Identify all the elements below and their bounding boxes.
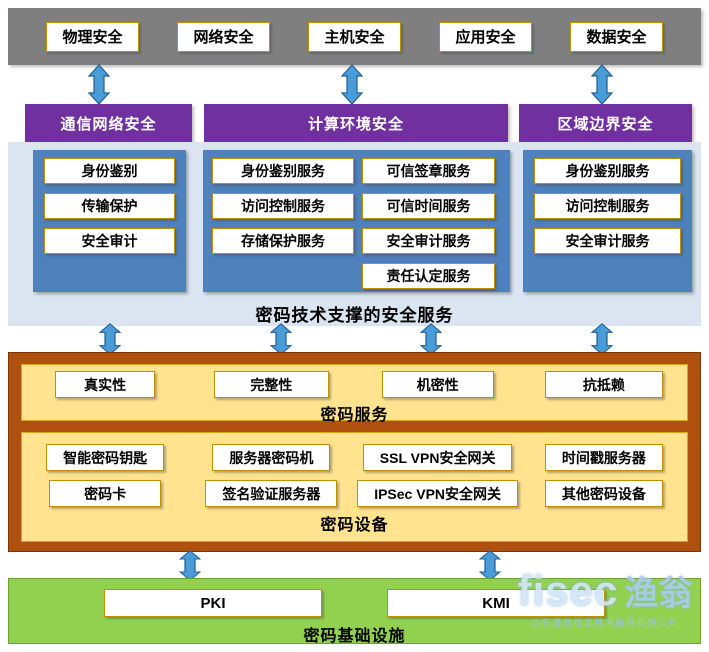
box-smart-crypto-key: 智能密码钥匙 [46, 444, 165, 471]
caption-crypto-services: 密码服务 [320, 407, 389, 424]
double-arrow-icon [88, 64, 110, 105]
box-network-security: 网络安全 [177, 21, 270, 52]
group-comm-network-services: 身份鉴别 传输保护 安全审计 [33, 150, 186, 292]
group-computing-env-services: 身份鉴别服务 访问控制服务 存储保护服务 可信签章服务 可信时间服务 安全审计服… [203, 150, 510, 292]
box-non-repudiation: 抗抵赖 [544, 371, 663, 398]
box-accountability-service: 责任认定服务 [362, 263, 495, 289]
group-boundary-services: 身份鉴别服务 访问控制服务 安全审计服务 [523, 150, 692, 292]
box-confidentiality: 机密性 [381, 371, 494, 398]
header-region-boundary-security: 区域边界安全 [519, 104, 692, 142]
box-transmission-protection: 传输保护 [44, 193, 175, 219]
box-identity-authentication-service: 身份鉴别服务 [212, 158, 354, 184]
box-access-control-service: 访问控制服务 [534, 193, 681, 219]
box-timestamp-server: 时间戳服务器 [544, 444, 663, 471]
box-security-audit-service: 安全审计服务 [534, 228, 681, 254]
header-computing-env-security: 计算环境安全 [204, 104, 508, 142]
crypto-services-subband: 真实性 完整性 机密性 抗抵赖 密码服务 [21, 364, 688, 424]
box-pki: PKI [104, 589, 322, 617]
box-signature-verification-server: 签名验证服务器 [205, 480, 338, 507]
box-storage-protection-service: 存储保护服务 [212, 228, 354, 254]
box-access-control-service: 访问控制服务 [212, 193, 354, 219]
box-trusted-time-service: 可信时间服务 [362, 193, 495, 219]
box-data-security: 数据安全 [570, 21, 663, 52]
double-arrow-icon [99, 323, 121, 355]
caption-crypto-infrastructure: 密码基础设施 [303, 628, 406, 645]
box-other-crypto-devices: 其他密码设备 [544, 480, 663, 507]
box-application-security: 应用安全 [439, 21, 532, 52]
crypto-devices-subband: 智能密码钥匙 服务器密码机 SSL VPN安全网关 时间戳服务器 密码卡 签名验… [21, 432, 688, 542]
box-security-audit: 安全审计 [44, 228, 175, 254]
crypto-infrastructure-band: PKI KMI 密码基础设施 [8, 578, 701, 645]
caption-crypto-devices: 密码设备 [320, 517, 389, 534]
box-ipsec-vpn-gateway: IPSec VPN安全网关 [357, 480, 519, 507]
caption-security-services: 密码技术支撑的安全服务 [255, 306, 454, 325]
box-kmi: KMI [387, 589, 605, 617]
box-ssl-vpn-gateway: SSL VPN安全网关 [362, 444, 513, 471]
double-arrow-icon [420, 323, 442, 355]
box-integrity: 完整性 [213, 371, 329, 398]
box-trusted-signature-service: 可信签章服务 [362, 158, 495, 184]
top-security-domains-band: 物理安全 网络安全 主机安全 应用安全 数据安全 [8, 8, 701, 65]
double-arrow-icon [341, 64, 363, 105]
box-server-crypto-machine: 服务器密码机 [212, 444, 331, 471]
box-physical-security: 物理安全 [46, 21, 139, 52]
header-comm-network-security: 通信网络安全 [25, 104, 192, 142]
box-security-audit-service: 安全审计服务 [362, 228, 495, 254]
box-identity-authentication-service: 身份鉴别服务 [534, 158, 681, 184]
double-arrow-icon [591, 64, 613, 105]
box-authenticity: 真实性 [55, 371, 156, 398]
double-arrow-icon [591, 323, 613, 355]
box-crypto-card: 密码卡 [49, 480, 162, 507]
box-host-security: 主机安全 [308, 21, 401, 52]
box-identity-authentication: 身份鉴别 [44, 158, 175, 184]
double-arrow-icon [479, 550, 501, 581]
double-arrow-icon [179, 550, 201, 581]
double-arrow-icon [270, 323, 292, 355]
crypto-band: 真实性 完整性 机密性 抗抵赖 密码服务 智能密码钥匙 服务器密码机 SSL V… [8, 352, 701, 552]
